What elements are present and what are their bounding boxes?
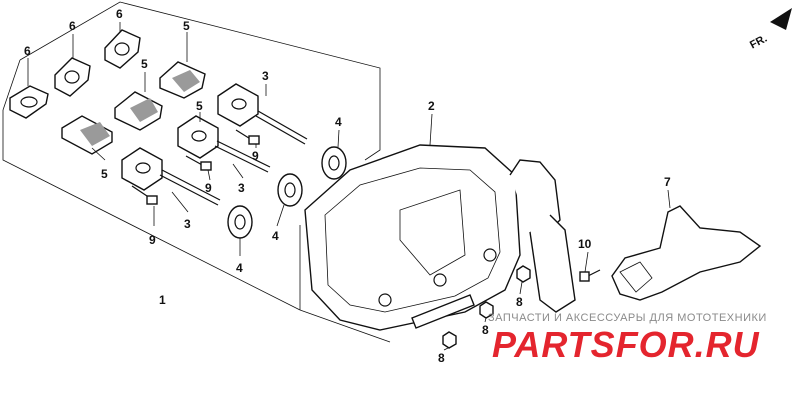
callout-exhaust-pipe: 7 — [664, 175, 671, 189]
callout-gasket-right: 6 — [116, 7, 123, 21]
front-direction-arrow: FR. — [748, 8, 792, 52]
front-label: FR. — [748, 33, 769, 52]
callout-bolt-upper: 3 — [262, 69, 269, 83]
callout-rubber-a: 4 — [236, 261, 243, 275]
assembly-outline — [2, 1, 391, 343]
nut-c — [442, 331, 457, 349]
callout-flange-bolt: 10 — [578, 237, 592, 251]
tail-pipe — [509, 159, 576, 313]
callout-gasket-left: 6 — [24, 44, 31, 58]
bolt-lower — [121, 147, 221, 206]
small-bolt-b — [185, 155, 212, 171]
callout-collar-lower: 5 — [196, 99, 203, 113]
gasket-middle — [54, 57, 91, 97]
collar-left — [61, 115, 113, 155]
callout-nut-c: 8 — [438, 351, 445, 365]
callout-rubber-c: 4 — [335, 115, 342, 129]
nut-b — [479, 301, 494, 319]
callout-bracket-bolt-a: 9 — [149, 233, 156, 247]
callout-collar-left: 5 — [101, 167, 108, 181]
callout-collar-center: 5 — [141, 57, 148, 71]
small-bolt-c — [235, 129, 260, 145]
bolt-upper — [217, 83, 308, 145]
callout-bracket-bolt-c: 9 — [252, 149, 259, 163]
collar-upper — [159, 61, 206, 99]
callout-nut-a: 8 — [516, 295, 523, 309]
callout-bracket-bolt-b: 9 — [205, 181, 212, 195]
flange-bolt — [579, 269, 601, 282]
rubber-mount-b — [277, 173, 303, 207]
rubber-mount-c — [321, 146, 347, 180]
callout-rubber-b: 4 — [272, 229, 279, 243]
callout-nut-b: 8 — [482, 323, 489, 337]
callout-muffler: 2 — [428, 99, 435, 113]
watermark-logo: PARTSFOR.RU — [492, 324, 760, 365]
gasket-right — [104, 29, 141, 69]
nut-a — [516, 265, 531, 283]
rubber-mount-a — [227, 205, 253, 239]
callout-bolt-lower: 3 — [184, 217, 191, 231]
callout-assembly: 1 — [159, 293, 166, 307]
watermark-tagline: ЗАПЧАСТИ И АКСЕССУАРЫ ДЛЯ МОТОТЕХНИКИ — [488, 312, 767, 324]
bolt-middle — [177, 115, 271, 173]
callout-gasket-middle: 6 — [69, 19, 76, 33]
callout-bolt-middle: 3 — [238, 181, 245, 195]
leader-lines — [27, 22, 671, 351]
muffler-body — [304, 144, 521, 331]
gasket-left — [9, 85, 49, 119]
small-bolt-a — [131, 185, 158, 205]
exhaust-pipe — [611, 205, 762, 301]
collar-center — [114, 91, 163, 131]
callout-collar-upper: 5 — [183, 19, 190, 33]
